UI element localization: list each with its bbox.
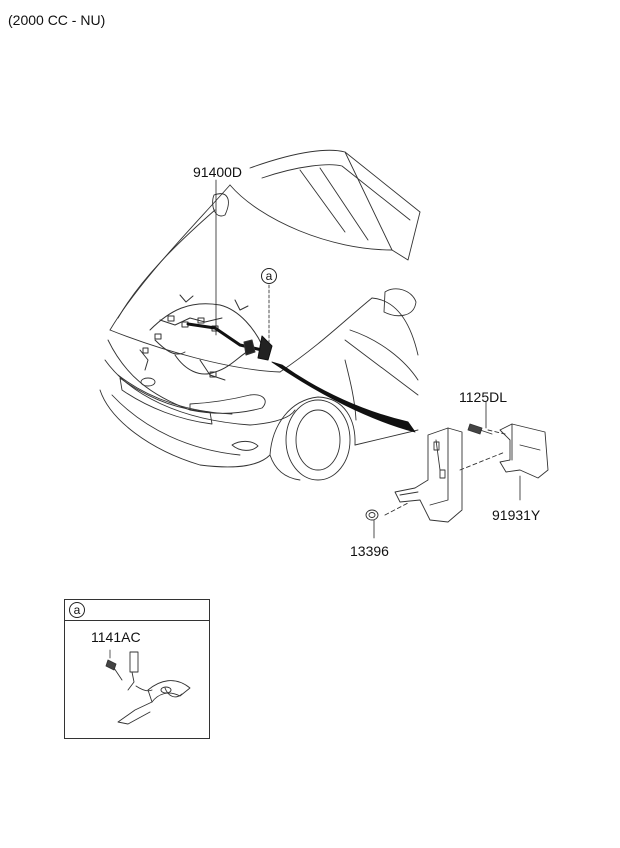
- part-label-harness: 91400D: [193, 164, 243, 180]
- inset-bracket-illustration: [105, 649, 191, 725]
- detail-inset-box: a 1141AC: [64, 599, 210, 739]
- part-label-bracket: 91931Y: [492, 507, 541, 523]
- engine-harness-illustration: [139, 294, 273, 381]
- part-label-bolt: 1125DL: [459, 389, 508, 405]
- inset-marker-a: a: [69, 602, 85, 618]
- sweep-arrow: [271, 361, 416, 433]
- detail-inset-header: a: [65, 600, 209, 621]
- car-body-illustration: [99, 149, 421, 481]
- reference-marker-a: a: [261, 268, 277, 284]
- leader-lines: [215, 179, 521, 539]
- part-label-nut: 13396: [350, 543, 389, 559]
- part-label-inset: 1141AC: [91, 629, 141, 645]
- engine-spec-label: (2000 CC - NU): [8, 12, 106, 28]
- bracket-assembly-illustration: [365, 423, 549, 523]
